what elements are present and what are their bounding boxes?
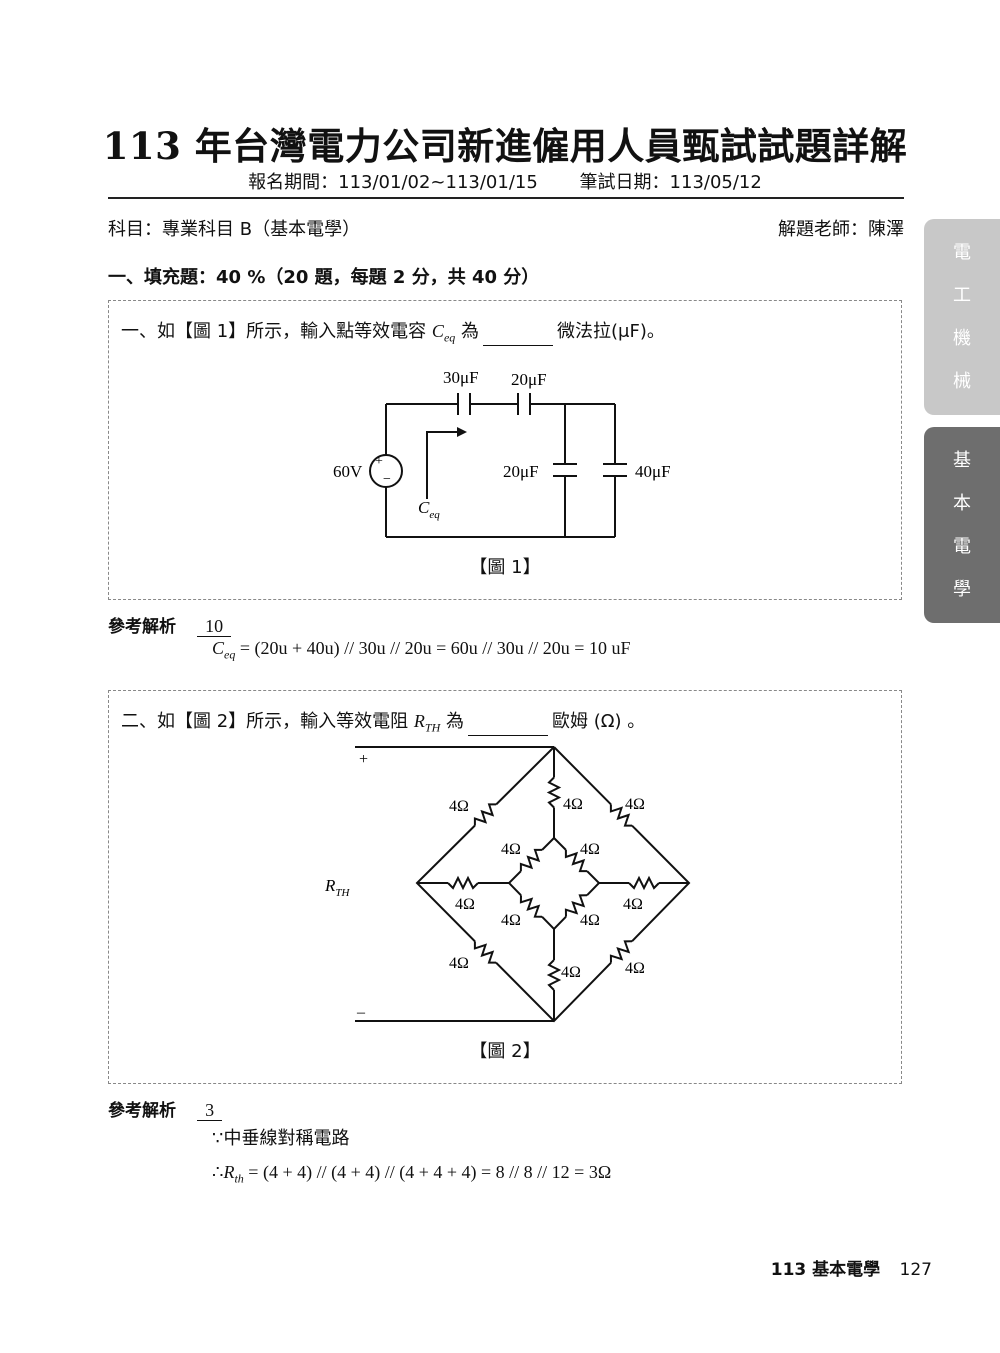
section-heading: 一、填充題：40 %（20 題，每題 2 分，共 40 分） bbox=[108, 267, 540, 288]
question-2-text: 二、如【圖 2】所示，輸入等效電阻 RTH 為 歐姆 (Ω) 。 bbox=[121, 707, 645, 736]
footer-book-title: 113 基本電學 bbox=[770, 1260, 881, 1280]
resistor-label: 4Ω bbox=[580, 912, 600, 929]
minus-sign: − bbox=[383, 472, 391, 487]
c4-label: 40μF bbox=[635, 462, 671, 481]
answer-blank[interactable] bbox=[468, 717, 548, 736]
side-tab-char: 電 bbox=[953, 536, 971, 557]
teacher-label: 解題老師：陳澤 bbox=[778, 219, 904, 240]
side-tab-char: 學 bbox=[953, 579, 971, 600]
question-1-box: 一、如【圖 1】所示，輸入點等效電容 Ceq 為 微法拉(μF)。 bbox=[108, 300, 902, 600]
header-divider bbox=[108, 197, 904, 199]
resistor-zigzag bbox=[628, 875, 660, 891]
resistor-zigzag bbox=[564, 894, 588, 917]
resistor-label: 4Ω bbox=[563, 796, 583, 813]
side-tab-char: 本 bbox=[953, 493, 971, 514]
exam-dates: 報名期間：113/01/02~113/01/15 筆試日期：113/05/12 bbox=[0, 168, 1000, 194]
resistor-zigzag bbox=[546, 776, 562, 809]
answer-2-solution: ∴Rth = (4 + 4) // (4 + 4) // (4 + 4 + 4)… bbox=[212, 1162, 612, 1186]
question-2-mid: 為 bbox=[446, 711, 464, 732]
resistor-zigzag bbox=[609, 804, 633, 827]
figure-2-circuit: + – RTH 4Ω 4Ω 4Ω 4Ω 4Ω 4Ω 4Ω 4Ω 4Ω 4Ω 4Ω… bbox=[324, 746, 691, 1023]
answer-1-row: 參考解析 10 bbox=[108, 612, 232, 637]
side-tab-char: 機 bbox=[953, 328, 971, 349]
resistor-label: 4Ω bbox=[501, 912, 521, 929]
resistor-zigzag bbox=[519, 848, 543, 872]
question-1-suffix: 微法拉(μF)。 bbox=[557, 321, 665, 342]
resistor-zigzag bbox=[564, 849, 588, 873]
resistor-zigzag bbox=[473, 803, 497, 826]
plus-terminal: + bbox=[359, 751, 368, 768]
question-1-prefix: 一、如【圖 1】所示，輸入點等效電容 bbox=[121, 321, 427, 342]
c3-label: 20μF bbox=[503, 462, 539, 481]
rth-symbol: RTH bbox=[413, 711, 441, 735]
side-tab-basic-electricity[interactable]: 基 本 電 學 bbox=[924, 427, 1000, 623]
resistor-zigzag bbox=[473, 941, 497, 964]
figure-1-caption: 【圖 1】 bbox=[469, 557, 541, 578]
answer-2-reason: ∵中垂線對稱電路 bbox=[212, 1128, 350, 1149]
question-1-mid: 為 bbox=[461, 321, 479, 342]
answer-value: 10 bbox=[197, 616, 232, 637]
ceq-symbol: Ceq bbox=[431, 321, 456, 345]
c1-label: 30μF bbox=[443, 368, 479, 387]
resistor-label: 4Ω bbox=[625, 960, 645, 977]
resistor-label: 4Ω bbox=[561, 964, 581, 981]
page-title: 113 年台灣電力公司新進僱用人員甄試試題詳解 bbox=[102, 124, 908, 168]
page-footer: 113 基本電學 127 bbox=[771, 1255, 932, 1280]
figure-2-caption: 【圖 2】 bbox=[469, 1041, 541, 1062]
registration-period: 報名期間：113/01/02~113/01/15 bbox=[248, 172, 538, 193]
answer-blank[interactable] bbox=[483, 327, 553, 346]
side-tab-char: 電 bbox=[953, 242, 971, 263]
answer-label: 參考解析 bbox=[108, 1101, 176, 1121]
answer-2-row: 參考解析 3 bbox=[108, 1096, 223, 1121]
question-2-suffix: 歐姆 (Ω) 。 bbox=[552, 711, 646, 732]
subject-label: 科目：專業科目 B（基本電學） bbox=[108, 219, 361, 240]
figure-1-circuit: + − 60V 30μF 20μF 20μF 40μF Ceq bbox=[333, 368, 671, 538]
answer-value: 3 bbox=[197, 1100, 223, 1121]
resistor-zigzag bbox=[546, 959, 562, 991]
resistor-zigzag bbox=[447, 875, 479, 891]
resistor-label: 4Ω bbox=[449, 798, 469, 815]
side-tab-char: 基 bbox=[953, 450, 971, 471]
resistor-label: 4Ω bbox=[455, 896, 475, 913]
written-exam-date: 筆試日期：113/05/12 bbox=[579, 172, 762, 193]
side-tab-char: 械 bbox=[953, 371, 971, 392]
question-1-text: 一、如【圖 1】所示，輸入點等效電容 Ceq 為 微法拉(μF)。 bbox=[121, 317, 665, 346]
resistor-label: 4Ω bbox=[580, 841, 600, 858]
plus-sign: + bbox=[375, 454, 383, 469]
question-2-box: 二、如【圖 2】所示，輸入等效電阻 RTH 為 歐姆 (Ω) 。 + – RTH … bbox=[108, 690, 902, 1084]
resistor-label: 4Ω bbox=[449, 955, 469, 972]
resistor-zigzag bbox=[519, 895, 543, 918]
page-number: 127 bbox=[899, 1260, 932, 1280]
minus-terminal: – bbox=[356, 1004, 366, 1021]
resistor-label: 4Ω bbox=[625, 796, 645, 813]
resistor-zigzag bbox=[609, 940, 633, 963]
resistor-label: 4Ω bbox=[501, 841, 521, 858]
rth-figure-label: RTH bbox=[324, 876, 351, 899]
question-2-prefix: 二、如【圖 2】所示，輸入等效電阻 bbox=[121, 711, 409, 732]
c2-label: 20μF bbox=[511, 370, 547, 389]
answer-1-solution: Ceq = (20u + 40u) // 30u // 20u = 60u //… bbox=[212, 638, 631, 662]
resistor-label: 4Ω bbox=[623, 896, 643, 913]
resistor-group bbox=[447, 776, 660, 991]
source-label: 60V bbox=[333, 462, 363, 481]
answer-label: 參考解析 bbox=[108, 617, 176, 637]
ceq-figure-label: Ceq bbox=[418, 498, 440, 521]
side-tab-electrical-machinery[interactable]: 電 工 機 械 bbox=[924, 219, 1000, 415]
side-tab-char: 工 bbox=[953, 285, 971, 306]
